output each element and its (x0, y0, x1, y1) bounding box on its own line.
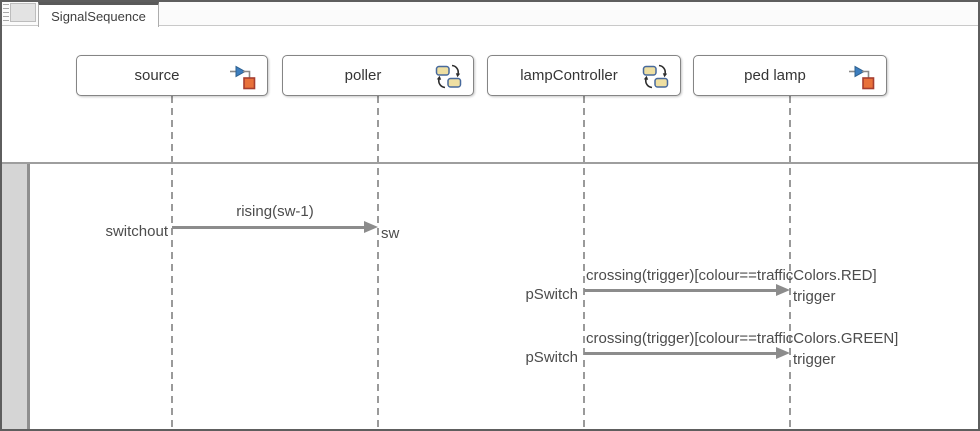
header-separator (2, 162, 978, 164)
lifeline-head-source[interactable]: source (76, 55, 268, 96)
message-source-port-label: pSwitch (525, 349, 578, 366)
message-crossing-red[interactable]: crossing(trigger)[colour==trafficColors.… (472, 267, 978, 309)
message-rising-sw[interactable]: rising(sw-1) switchout sw (62, 203, 399, 245)
lifeline-lampcontroller[interactable] (583, 96, 585, 429)
lifeline-head-poller[interactable]: poller (282, 55, 474, 96)
message-event-label: crossing(trigger)[colour==trafficColors.… (586, 330, 899, 347)
lifeline-poller[interactable] (377, 96, 379, 429)
stateflow-chart-icon (642, 63, 669, 90)
panel-grip-icon[interactable] (3, 4, 9, 22)
message-crossing-green[interactable]: crossing(trigger)[colour==trafficColors.… (472, 330, 978, 372)
message-dest-port-label: trigger (793, 288, 836, 305)
message-source-port-label: switchout (105, 223, 168, 240)
lifeline-source[interactable] (171, 96, 173, 429)
lifeline-head-lampcontroller[interactable]: lampController (487, 55, 681, 96)
message-line (584, 352, 776, 355)
stateflow-chart-icon (435, 63, 462, 90)
simulink-block-icon (848, 63, 875, 90)
tab-signalsequence[interactable]: SignalSequence (38, 2, 159, 27)
message-line (584, 289, 776, 292)
message-dest-port-label: sw (381, 225, 400, 242)
time-gutter-edge (27, 164, 30, 429)
lifeline-head-label: poller (344, 67, 382, 84)
message-arrowhead-icon (364, 221, 378, 233)
message-event-label: crossing(trigger)[colour==trafficColors.… (586, 267, 877, 284)
message-source-port-label: pSwitch (525, 286, 578, 303)
simulink-block-icon (229, 63, 256, 90)
message-arrowhead-icon (776, 284, 790, 296)
message-arrowhead-icon (776, 347, 790, 359)
message-dest-port-label: trigger (793, 351, 836, 368)
message-line (172, 226, 364, 229)
tab-label: SignalSequence (51, 8, 146, 24)
time-gutter (2, 164, 27, 429)
lifeline-head-ped-lamp[interactable]: ped lamp (693, 55, 887, 96)
lifeline-head-label: ped lamp (744, 67, 806, 84)
lifeline-head-label: lampController (520, 67, 618, 84)
sequence-diagram-canvas: source poller (2, 26, 978, 429)
tab-bar-button[interactable] (10, 3, 36, 22)
message-event-label: rising(sw-1) (236, 203, 314, 220)
lifeline-ped-lamp[interactable] (789, 96, 791, 429)
tab-bar: SignalSequence (2, 2, 978, 27)
lifeline-head-label: source (134, 67, 180, 84)
